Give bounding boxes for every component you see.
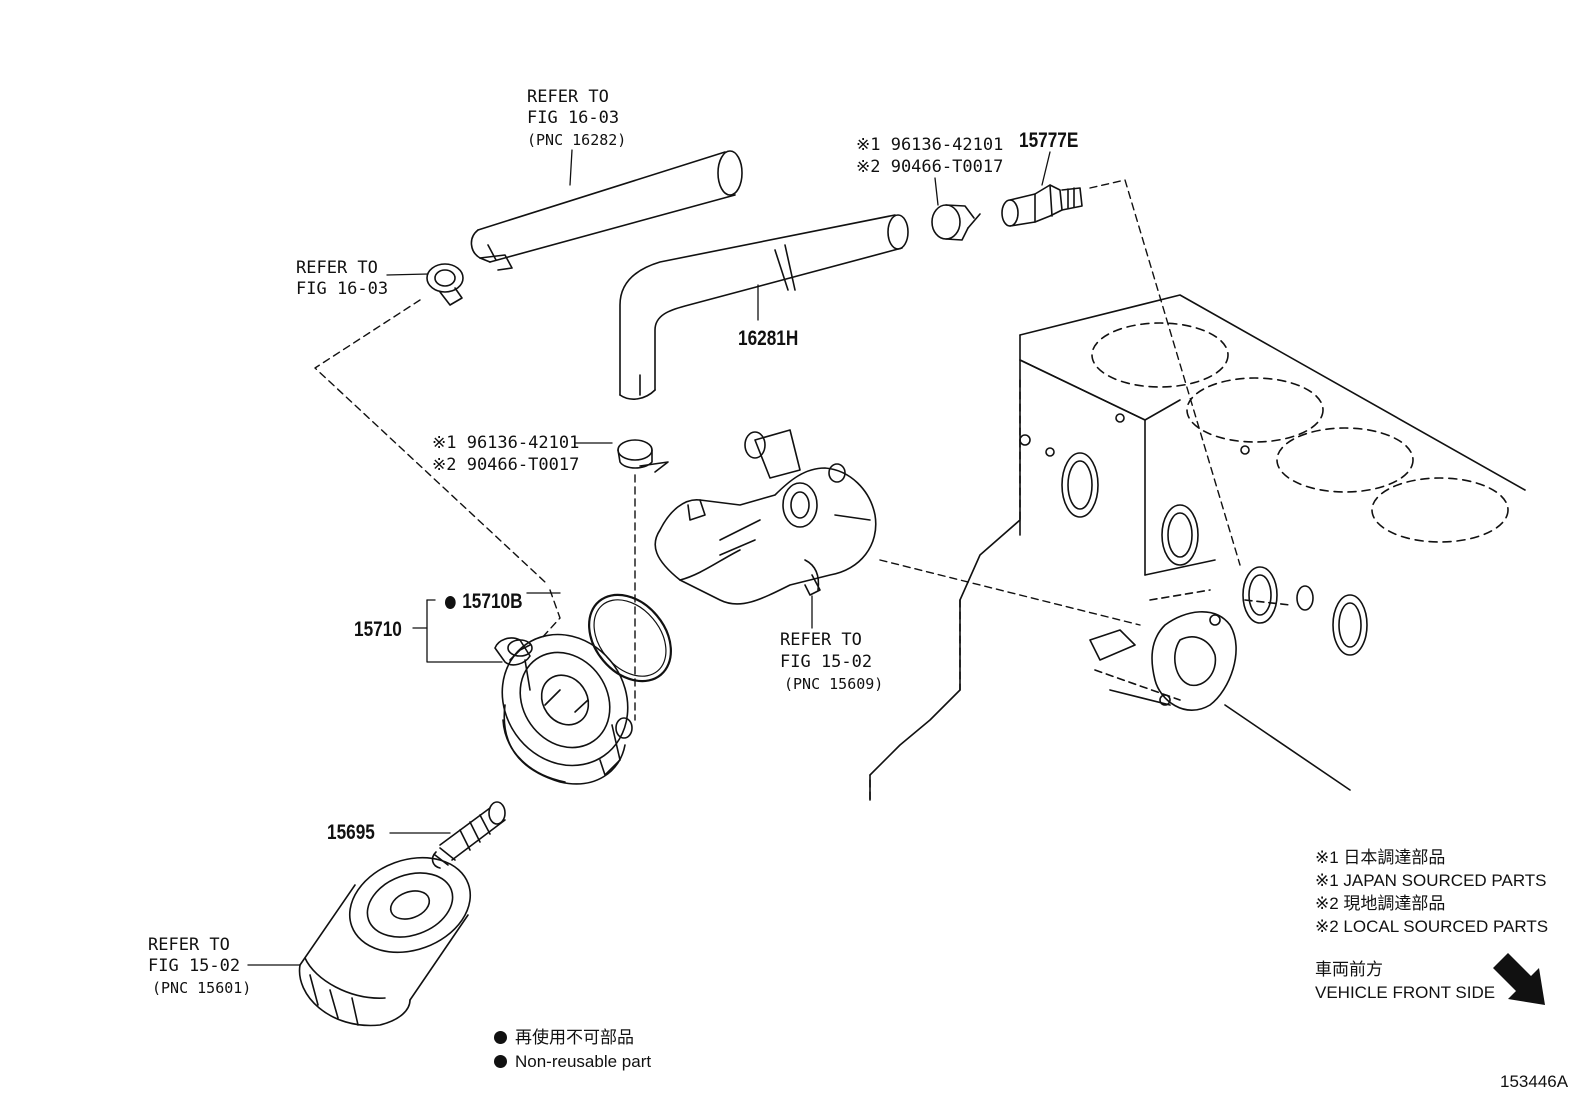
bullet-icon: [494, 1031, 507, 1044]
legend-line-3: ※2 現地調達部品: [1315, 894, 1446, 913]
front-label-en: VEHICLE FRONT SIDE: [1315, 983, 1496, 1002]
block-mounting-pad: [1089, 611, 1237, 711]
refer-label-top-line1: REFER TO: [527, 87, 609, 107]
upper-hose: [470, 150, 743, 271]
refer-label-bracket-line1: REFER TO: [780, 630, 862, 650]
cylinder-bores: [1091, 322, 1509, 543]
figure-id: 153446A: [1500, 1072, 1569, 1091]
part-number-15777e: 15777E: [1019, 129, 1079, 152]
legend-line-2: ※1 JAPAN SOURCED PARTS: [1315, 871, 1547, 890]
oil-cooler-bracket: [654, 429, 877, 605]
part-number-15710b: 15710B: [445, 590, 523, 614]
clamp-top: [931, 204, 981, 241]
legend-line-1: ※1 日本調達部品: [1315, 848, 1446, 867]
front-label-jp: 車両前方: [1315, 960, 1383, 979]
part-number-15710: 15710: [354, 618, 402, 641]
clamp-mid-partno-2: ※2 90466-T0017: [432, 455, 580, 475]
clamp-top-partno-1: ※1 96136-42101: [856, 135, 1004, 155]
legend-line-4: ※2 LOCAL SOURCED PARTS: [1315, 917, 1549, 936]
part-number-15695: 15695: [327, 821, 375, 844]
refer-label-bracket-line2: FIG 15-02: [780, 652, 873, 672]
refer-label-filter-pnc: (PNC 15601): [152, 979, 252, 997]
clamp-top-partno-2: ※2 90466-T0017: [856, 157, 1004, 177]
clamp-mid: [617, 439, 669, 473]
union-15777e: [1001, 184, 1083, 227]
engine-block-dashed-edges: [869, 379, 1291, 801]
bullet-icon: [494, 1055, 507, 1068]
gasket-oring: [588, 593, 672, 683]
non-reusable-marker-icon: [445, 596, 456, 609]
leader-lines: [247, 149, 1051, 966]
front-arrow-icon: [1493, 953, 1545, 1005]
refer-label-filter-line2: FIG 15-02: [148, 956, 241, 976]
refer-label-top-pnc: (PNC 16282): [527, 131, 627, 149]
refer-label-filter-line1: REFER TO: [148, 935, 230, 955]
refer-label-bracket-pnc: (PNC 15609): [784, 675, 884, 693]
refer-label-clamp-line2: FIG 16-03: [296, 279, 389, 299]
block-side-holes: [1019, 413, 1368, 656]
non-reusable-label-jp: 再使用不可部品: [494, 1026, 634, 1049]
part-number-16281h: 16281H: [738, 327, 799, 350]
assembly-dashed-lines: [314, 179, 1241, 721]
engine-block-outline: [869, 294, 1526, 801]
refer-label-top-line2: FIG 16-03: [527, 108, 620, 128]
clamp-mid-partno-1: ※1 96136-42101: [432, 433, 580, 453]
non-reusable-label-en: Non-reusable part: [494, 1050, 651, 1073]
refer-label-clamp-line1: REFER TO: [296, 258, 378, 278]
oil-cooler: [494, 633, 633, 785]
oil-filter: [298, 856, 472, 1027]
stud-15695: [431, 801, 506, 869]
hose-16281h: [619, 214, 909, 400]
clamp-left: [426, 263, 464, 306]
